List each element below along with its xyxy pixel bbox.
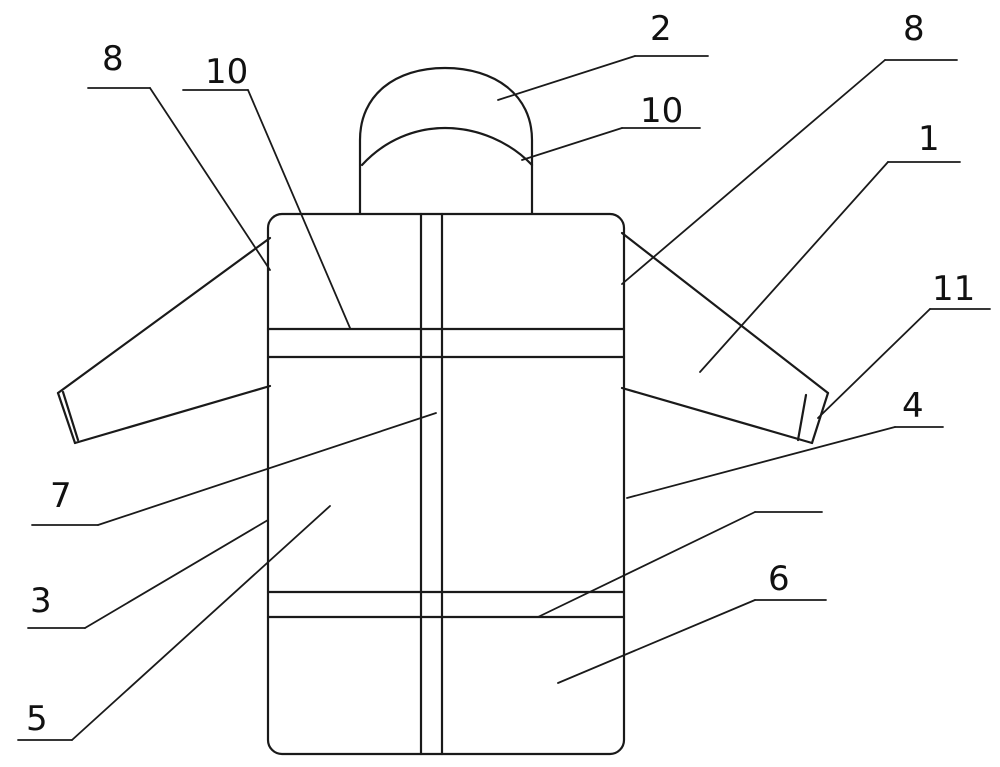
label-6: 6 [768,559,790,599]
label-4: 4 [902,386,924,426]
label-7: 7 [50,476,72,516]
reference-labels: 8 10 2 10 8 1 11 4 7 3 6 5 [26,9,975,739]
label-2: 2 [650,9,672,49]
hood-reflective-stripe [362,128,532,165]
label-1: 1 [918,119,940,159]
upper-reflective-band [268,329,624,357]
label-3: 3 [30,581,52,621]
right-cuff-line [798,395,806,440]
lower-reflective-band [268,592,624,617]
label-8-right: 8 [903,9,925,49]
hood [360,68,532,213]
jacket-body [268,214,624,754]
zipper [421,214,442,754]
left-sleeve [58,238,270,443]
label-10-left: 10 [205,52,248,92]
label-5: 5 [26,699,48,739]
label-10-right: 10 [640,91,683,131]
leader-lines [18,56,990,740]
label-8-left: 8 [102,39,124,79]
label-11: 11 [932,269,975,309]
